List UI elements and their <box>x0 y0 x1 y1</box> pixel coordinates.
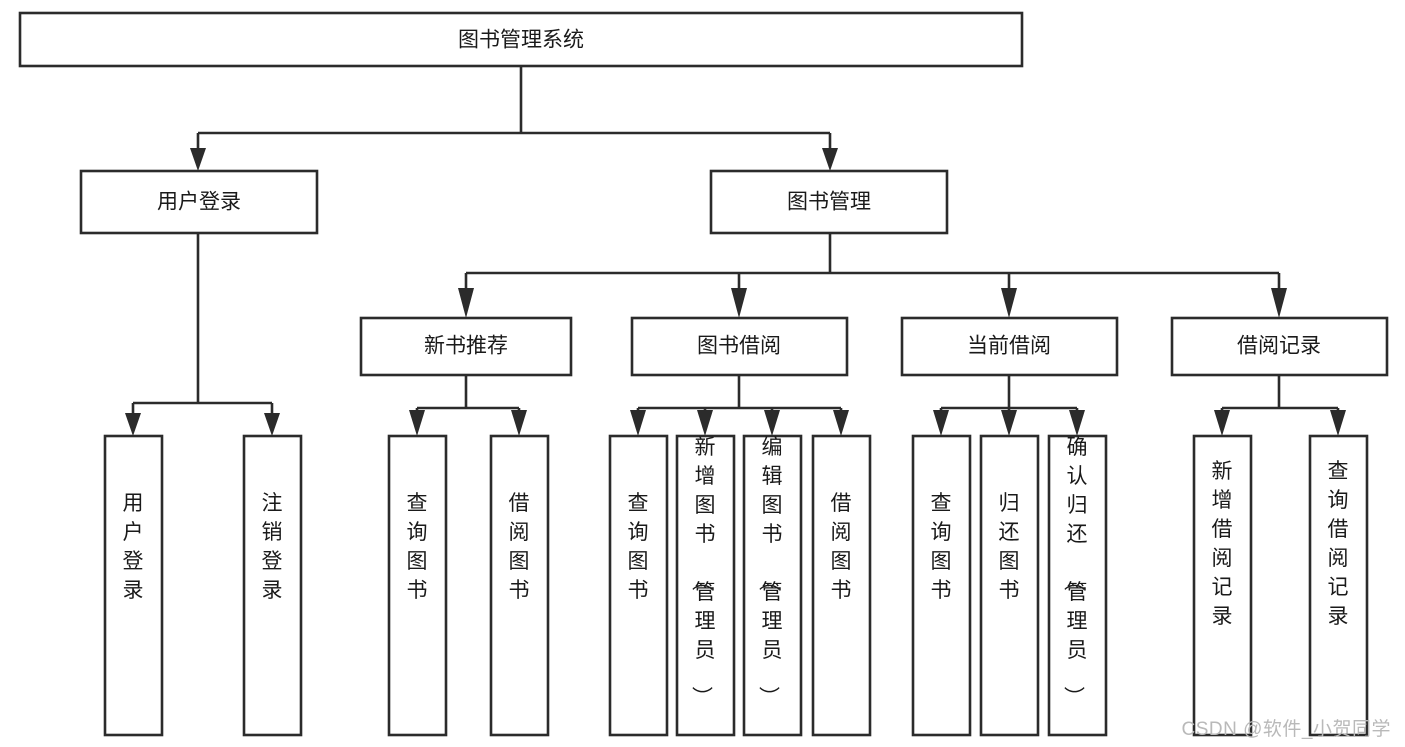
leaf-new-book-1-box[interactable] <box>489 434 550 737</box>
arrow-head-current-1 <box>1001 410 1017 436</box>
leaf-book-borrow-0-label: 查询图书 <box>628 492 649 602</box>
leaf-current-borrow-1-box[interactable] <box>979 434 1040 737</box>
leaf-book-borrow-1-box[interactable] <box>675 434 736 737</box>
arrow-head-userlogin-1 <box>264 413 280 436</box>
arrow-head-newbook-0 <box>409 410 425 436</box>
arrow-head-current-0 <box>933 410 949 436</box>
node-current-borrow-label: 当前借阅 <box>967 335 1051 358</box>
leaf-current-borrow-0[interactable]: 查询图书 <box>911 434 972 737</box>
leaf-current-borrow-0-box[interactable] <box>911 434 972 737</box>
leaf-borrow-record-0-label: 新增借阅记录 <box>1212 460 1233 628</box>
node-root[interactable]: 图书管理系统 <box>18 11 1024 68</box>
arrow-head-newbook-1 <box>511 410 527 436</box>
leaf-current-borrow-2-label: 确认归还（管理员） <box>1062 436 1088 707</box>
node-book-borrow[interactable]: 图书借阅 <box>630 316 849 377</box>
leaf-book-borrow-1-label: 新增图书（管理员） <box>690 436 716 707</box>
arrow-head-userlogin-0 <box>125 413 141 436</box>
arrow-head-level3-3 <box>1271 288 1287 318</box>
leaf-current-borrow-1-label: 归还图书 <box>999 492 1020 602</box>
leaf-book-borrow-2-box[interactable] <box>742 434 803 737</box>
leaf-book-borrow-3[interactable]: 借阅图书 <box>811 434 872 737</box>
leaf-current-borrow-0-label: 查询图书 <box>931 492 952 602</box>
leaf-book-borrow-2-label: 编辑图书（管理员） <box>757 436 783 707</box>
arrow-head-record-1 <box>1330 410 1346 436</box>
arrow-head-level2-0 <box>190 148 206 171</box>
arrow-head-borrow-1 <box>697 410 713 436</box>
node-root-box[interactable] <box>18 11 1024 68</box>
arrow-head-level2-1 <box>822 148 838 171</box>
leaf-borrow-record-1-label: 查询借阅记录 <box>1328 460 1349 628</box>
arrow-head-borrow-2 <box>764 410 780 436</box>
node-new-book-recommend-box[interactable] <box>359 316 573 377</box>
leaf-book-borrow-1[interactable]: 新增图书（管理员） <box>675 434 736 737</box>
leaf-current-borrow-1[interactable]: 归还图书 <box>979 434 1040 737</box>
leaf-user-login-0-label: 用户登录 <box>123 492 144 602</box>
node-new-book-recommend[interactable]: 新书推荐 <box>359 316 573 377</box>
leaf-current-borrow-2-box[interactable] <box>1047 434 1108 737</box>
node-book-borrow-box[interactable] <box>630 316 849 377</box>
node-borrow-record-box[interactable] <box>1170 316 1389 377</box>
node-book-management-box[interactable] <box>709 169 949 235</box>
arrow-head-borrow-3 <box>833 410 849 436</box>
node-book-borrow-label: 图书借阅 <box>697 335 781 358</box>
leaf-user-login-0[interactable]: 用户登录 <box>103 434 164 737</box>
leaf-new-book-1-label: 借阅图书 <box>509 492 530 602</box>
node-borrow-record-label: 借阅记录 <box>1237 335 1321 358</box>
leaf-user-login-1[interactable]: 注销登录 <box>242 434 303 737</box>
node-new-book-recommend-label: 新书推荐 <box>424 335 508 358</box>
leaf-new-book-0-box[interactable] <box>387 434 448 737</box>
node-current-borrow-box[interactable] <box>900 316 1119 377</box>
leaf-user-login-1-label: 注销登录 <box>262 492 283 602</box>
node-borrow-record[interactable]: 借阅记录 <box>1170 316 1389 377</box>
leaf-user-login-1-box[interactable] <box>242 434 303 737</box>
leaf-book-borrow-2[interactable]: 编辑图书（管理员） <box>742 434 803 737</box>
leaf-new-book-1[interactable]: 借阅图书 <box>489 434 550 737</box>
arrow-head-level3-2 <box>1001 288 1017 318</box>
node-root-label: 图书管理系统 <box>458 29 584 52</box>
leaf-borrow-record-0-box[interactable] <box>1192 434 1253 737</box>
leaf-current-borrow-2[interactable]: 确认归还（管理员） <box>1047 434 1108 737</box>
arrow-head-level3-1 <box>731 288 747 318</box>
connector-layer <box>125 66 1346 436</box>
leaf-borrow-record-1-box[interactable] <box>1308 434 1369 737</box>
node-current-borrow[interactable]: 当前借阅 <box>900 316 1119 377</box>
leaf-new-book-0-label: 查询图书 <box>407 492 428 602</box>
leaf-book-borrow-0[interactable]: 查询图书 <box>608 434 669 737</box>
arrow-head-current-2 <box>1069 410 1085 436</box>
leaf-borrow-record-0[interactable]: 新增借阅记录 <box>1192 434 1253 737</box>
leaf-book-borrow-0-box[interactable] <box>608 434 669 737</box>
node-book-management[interactable]: 图书管理 <box>709 169 949 235</box>
leaf-new-book-0[interactable]: 查询图书 <box>387 434 448 737</box>
node-user-login[interactable]: 用户登录 <box>79 169 319 235</box>
node-user-login-label: 用户登录 <box>157 191 241 214</box>
leaf-user-login-0-box[interactable] <box>103 434 164 737</box>
arrow-head-borrow-0 <box>630 410 646 436</box>
arrow-head-record-0 <box>1214 410 1230 436</box>
node-book-management-label: 图书管理 <box>787 191 871 214</box>
leaf-borrow-record-1[interactable]: 查询借阅记录 <box>1308 434 1369 737</box>
node-user-login-box[interactable] <box>79 169 319 235</box>
leaf-book-borrow-3-box[interactable] <box>811 434 872 737</box>
arrow-head-level3-0 <box>458 288 474 318</box>
leaf-book-borrow-3-label: 借阅图书 <box>831 492 852 602</box>
